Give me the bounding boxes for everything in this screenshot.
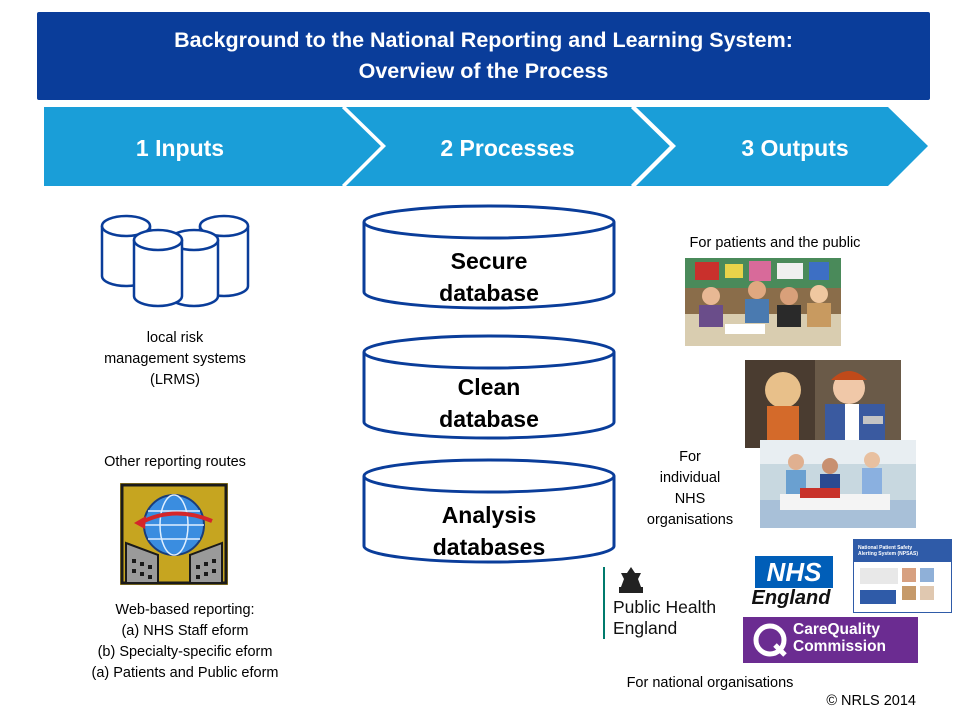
patients-meeting-photo <box>685 258 841 346</box>
lrms-database-icon <box>100 214 250 308</box>
clean-database-cylinder <box>362 334 616 440</box>
web-reporting-icon <box>120 483 228 585</box>
nurse-child-photo <box>745 360 901 448</box>
cqc-q-icon <box>753 623 787 657</box>
stage-label-inputs: 1 Inputs <box>135 135 225 161</box>
copyright-notice: © NRLS 2014 <box>826 693 916 709</box>
title-banner: Background to the National Reporting and… <box>37 12 930 100</box>
analysis-databases-cylinder <box>362 458 616 564</box>
stage-label-processes: 2 Processes <box>440 135 575 161</box>
stage-label-outputs: 3 Outputs <box>741 135 849 161</box>
royal-crest-icon <box>619 567 643 593</box>
care-quality-commission-logo: CareQuality Commission <box>743 617 918 663</box>
public-health-england-logo: Public Health England <box>601 565 736 641</box>
analysis-databases-label: Analysis databases <box>432 502 546 560</box>
other-routes-caption: Other reporting routes <box>104 454 246 470</box>
secure-database-label: Secure database <box>439 248 539 306</box>
web-reporting-caption: Web-based reporting: (a) NHS Staff eform… <box>91 602 279 681</box>
title-line-1: Background to the National Reporting and… <box>174 28 793 52</box>
title-line-2: Overview of the Process <box>358 59 609 83</box>
hospital-ward-photo <box>760 440 916 528</box>
national-orgs-caption: For national organisations <box>626 675 794 691</box>
nhs-orgs-caption: For individual NHS organisations <box>646 449 734 528</box>
patients-public-caption: For patients and the public <box>689 235 861 251</box>
clean-database-label: Clean database <box>439 374 539 432</box>
lrms-caption: local risk management systems (LRMS) <box>104 330 246 388</box>
npsas-report-cover: National Patient Safety Alerting System … <box>853 539 952 613</box>
nhs-england-logo: NHS England <box>745 556 837 610</box>
secure-database-cylinder <box>362 204 616 310</box>
